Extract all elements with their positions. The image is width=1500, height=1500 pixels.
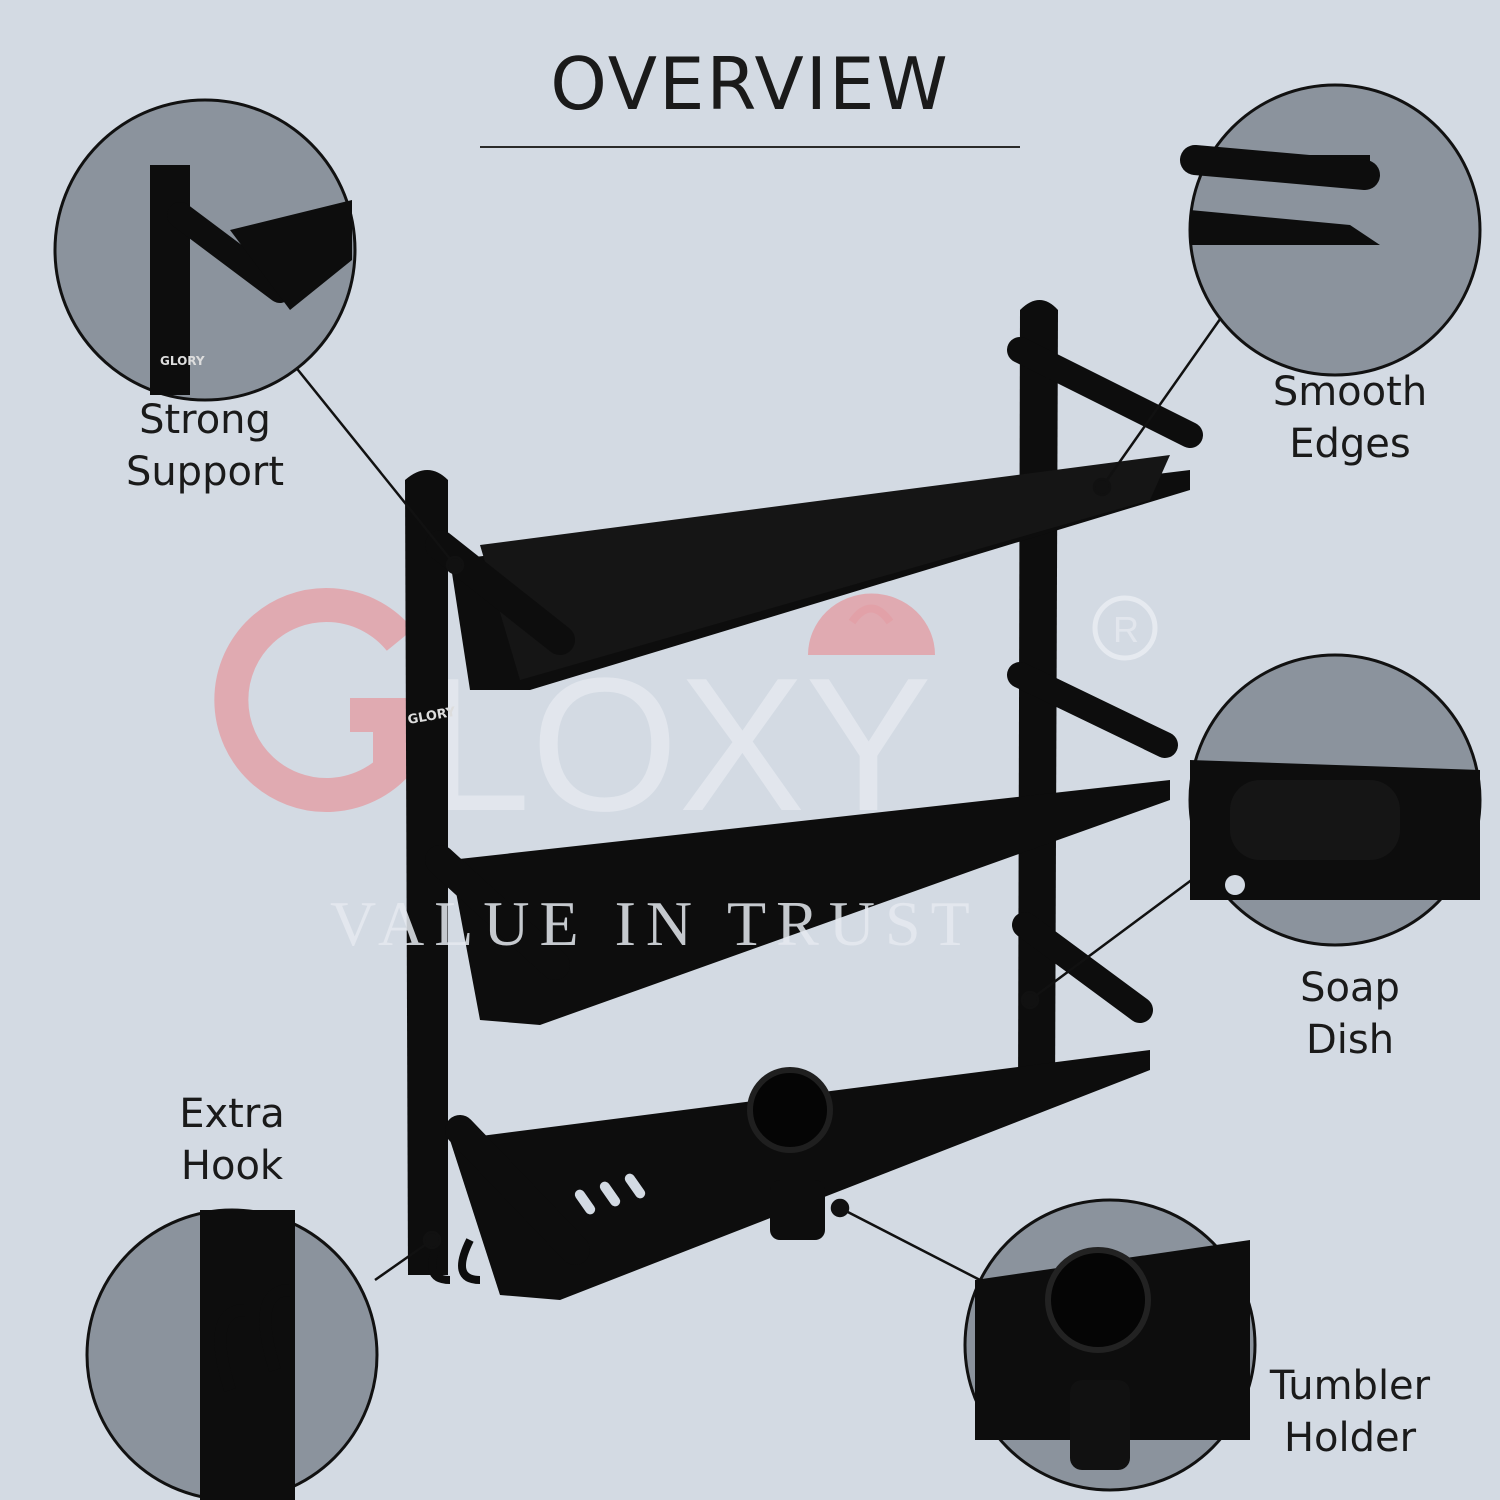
title-underline xyxy=(480,146,1020,148)
feature-label-line: Dish xyxy=(1305,1017,1395,1063)
feature-label-soap-dish: Soap Dish xyxy=(1200,962,1500,1066)
feature-label-line: Tumbler xyxy=(1269,1363,1431,1409)
feature-label-line: Holder xyxy=(1283,1415,1417,1461)
feature-label-line: Support xyxy=(125,449,285,495)
page-title: OVERVIEW xyxy=(550,42,950,126)
detail-circle-soap-dish xyxy=(1188,653,1482,947)
svg-text:R: R xyxy=(1113,609,1139,650)
feature-label-tumbler-holder: Tumbler Holder xyxy=(1200,1360,1500,1464)
shelf-rack: GLORY xyxy=(405,300,1203,1300)
feature-label-strong-support: Strong Support xyxy=(55,394,355,498)
watermark-logo: LOXY R xyxy=(214,588,1158,851)
feature-label-smooth-edges: Smooth Edges xyxy=(1200,366,1500,470)
detail-circle-strong-support: GLORY xyxy=(53,98,357,402)
feature-label-line: Strong xyxy=(139,397,271,443)
feature-label-line: Hook xyxy=(180,1143,284,1189)
detail-circle-tumbler-holder xyxy=(963,1198,1257,1492)
feature-label-line: Extra xyxy=(179,1091,285,1137)
detail-circle-smooth-edges xyxy=(1180,83,1482,377)
feature-label-line: Smooth xyxy=(1272,369,1428,415)
feature-label-line: Edges xyxy=(1289,421,1411,467)
feature-label-line: Soap xyxy=(1300,965,1400,1011)
leader-lines xyxy=(289,304,1232,1282)
feature-label-extra-hook: Extra Hook xyxy=(82,1088,382,1192)
detail-logo: GLORY xyxy=(160,354,205,368)
watermark-tagline: Value in Trust xyxy=(330,888,980,959)
detail-circle-extra-hook xyxy=(85,1208,379,1500)
